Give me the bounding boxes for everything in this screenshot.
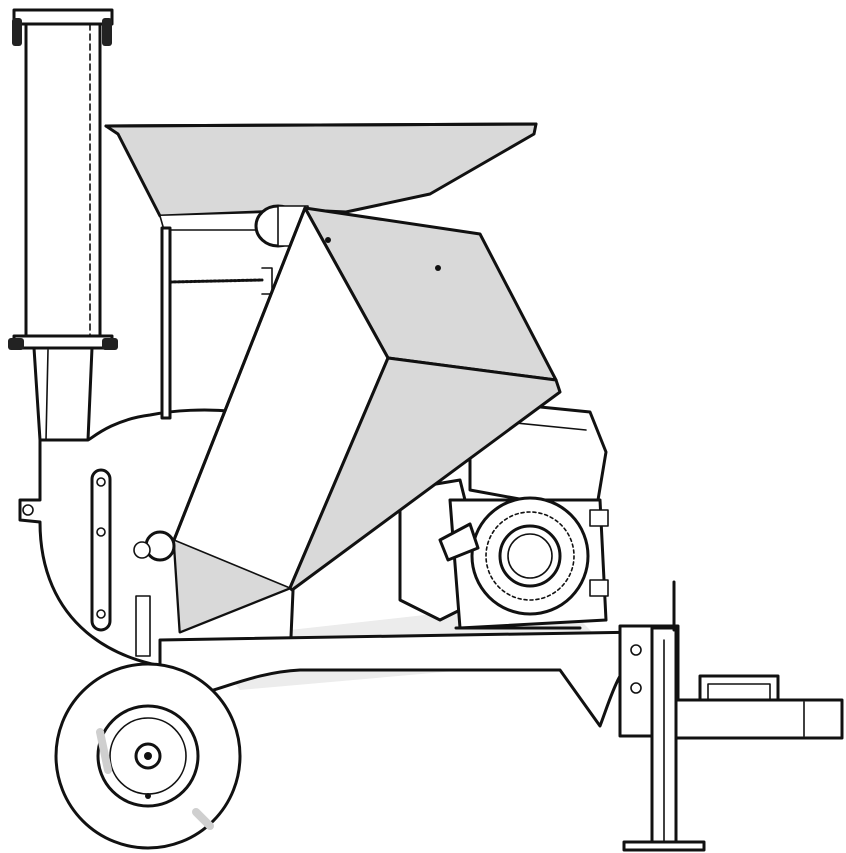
wheel bbox=[54, 662, 242, 850]
discharge-chute bbox=[8, 8, 118, 442]
pull-handle bbox=[438, 522, 480, 562]
tension-spring bbox=[168, 267, 273, 295]
housing-slot bbox=[90, 468, 112, 632]
engine bbox=[398, 398, 609, 630]
frame bbox=[158, 626, 668, 728]
hopper-hinge bbox=[133, 530, 176, 657]
side-hopper bbox=[172, 206, 562, 634]
tow-hitch bbox=[618, 580, 844, 852]
top-hopper bbox=[104, 122, 538, 420]
